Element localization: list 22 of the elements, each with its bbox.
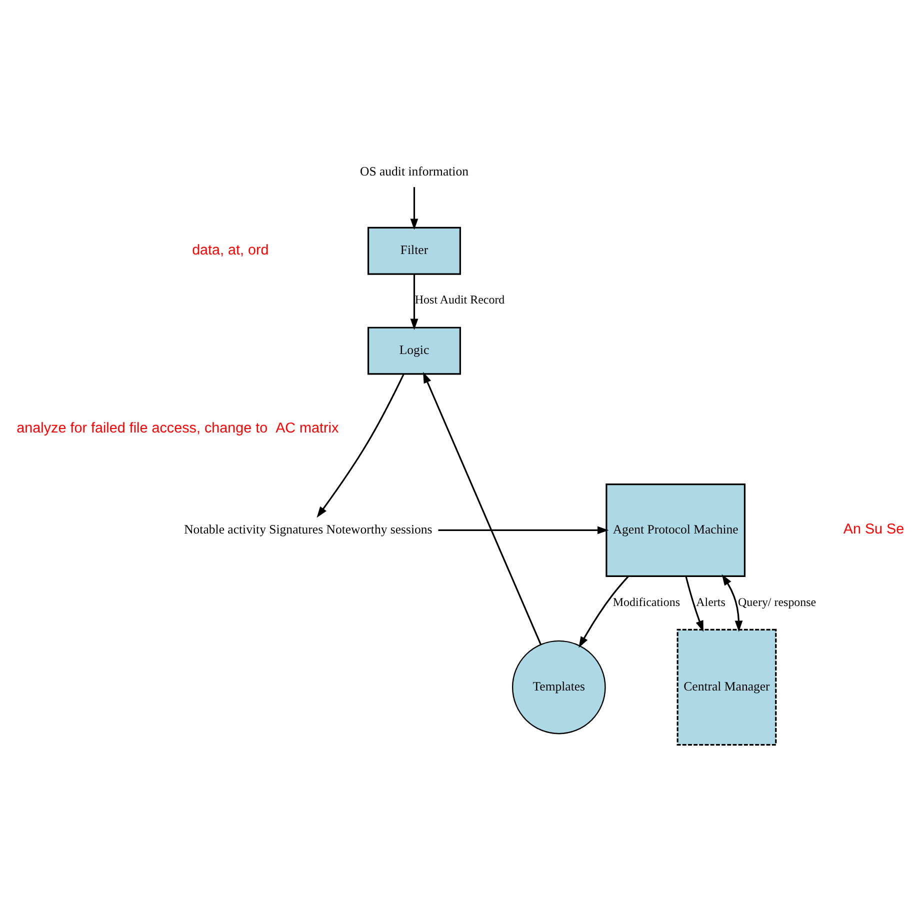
node-box: Agent Protocol Machine [606,483,746,577]
arrow [410,274,418,330]
label: data, at, ord [192,242,269,258]
arrow [316,374,404,518]
arrow [722,574,743,632]
edge-label: Host Audit Record [414,292,505,307]
node-text: OS audit information [360,164,468,179]
arrow [685,576,704,632]
arrow [438,526,609,534]
edge-label: Modifications [612,594,680,609]
node-box: Filter [368,226,461,275]
node-box: Logic [368,326,461,375]
edge-label: Alerts [696,594,726,609]
label: analyze for failed file access, change to AC matrix [16,420,339,437]
node-circle: Templates [512,640,606,734]
arrow [578,576,629,648]
label: An Su Se [843,522,904,538]
edge-label: Query/ response [738,594,816,609]
node-box: Central Manager [676,628,777,746]
arrow [423,372,542,645]
node-text: Notable activity Signatures Noteworthy sessions [184,522,432,536]
arrow [410,187,418,230]
